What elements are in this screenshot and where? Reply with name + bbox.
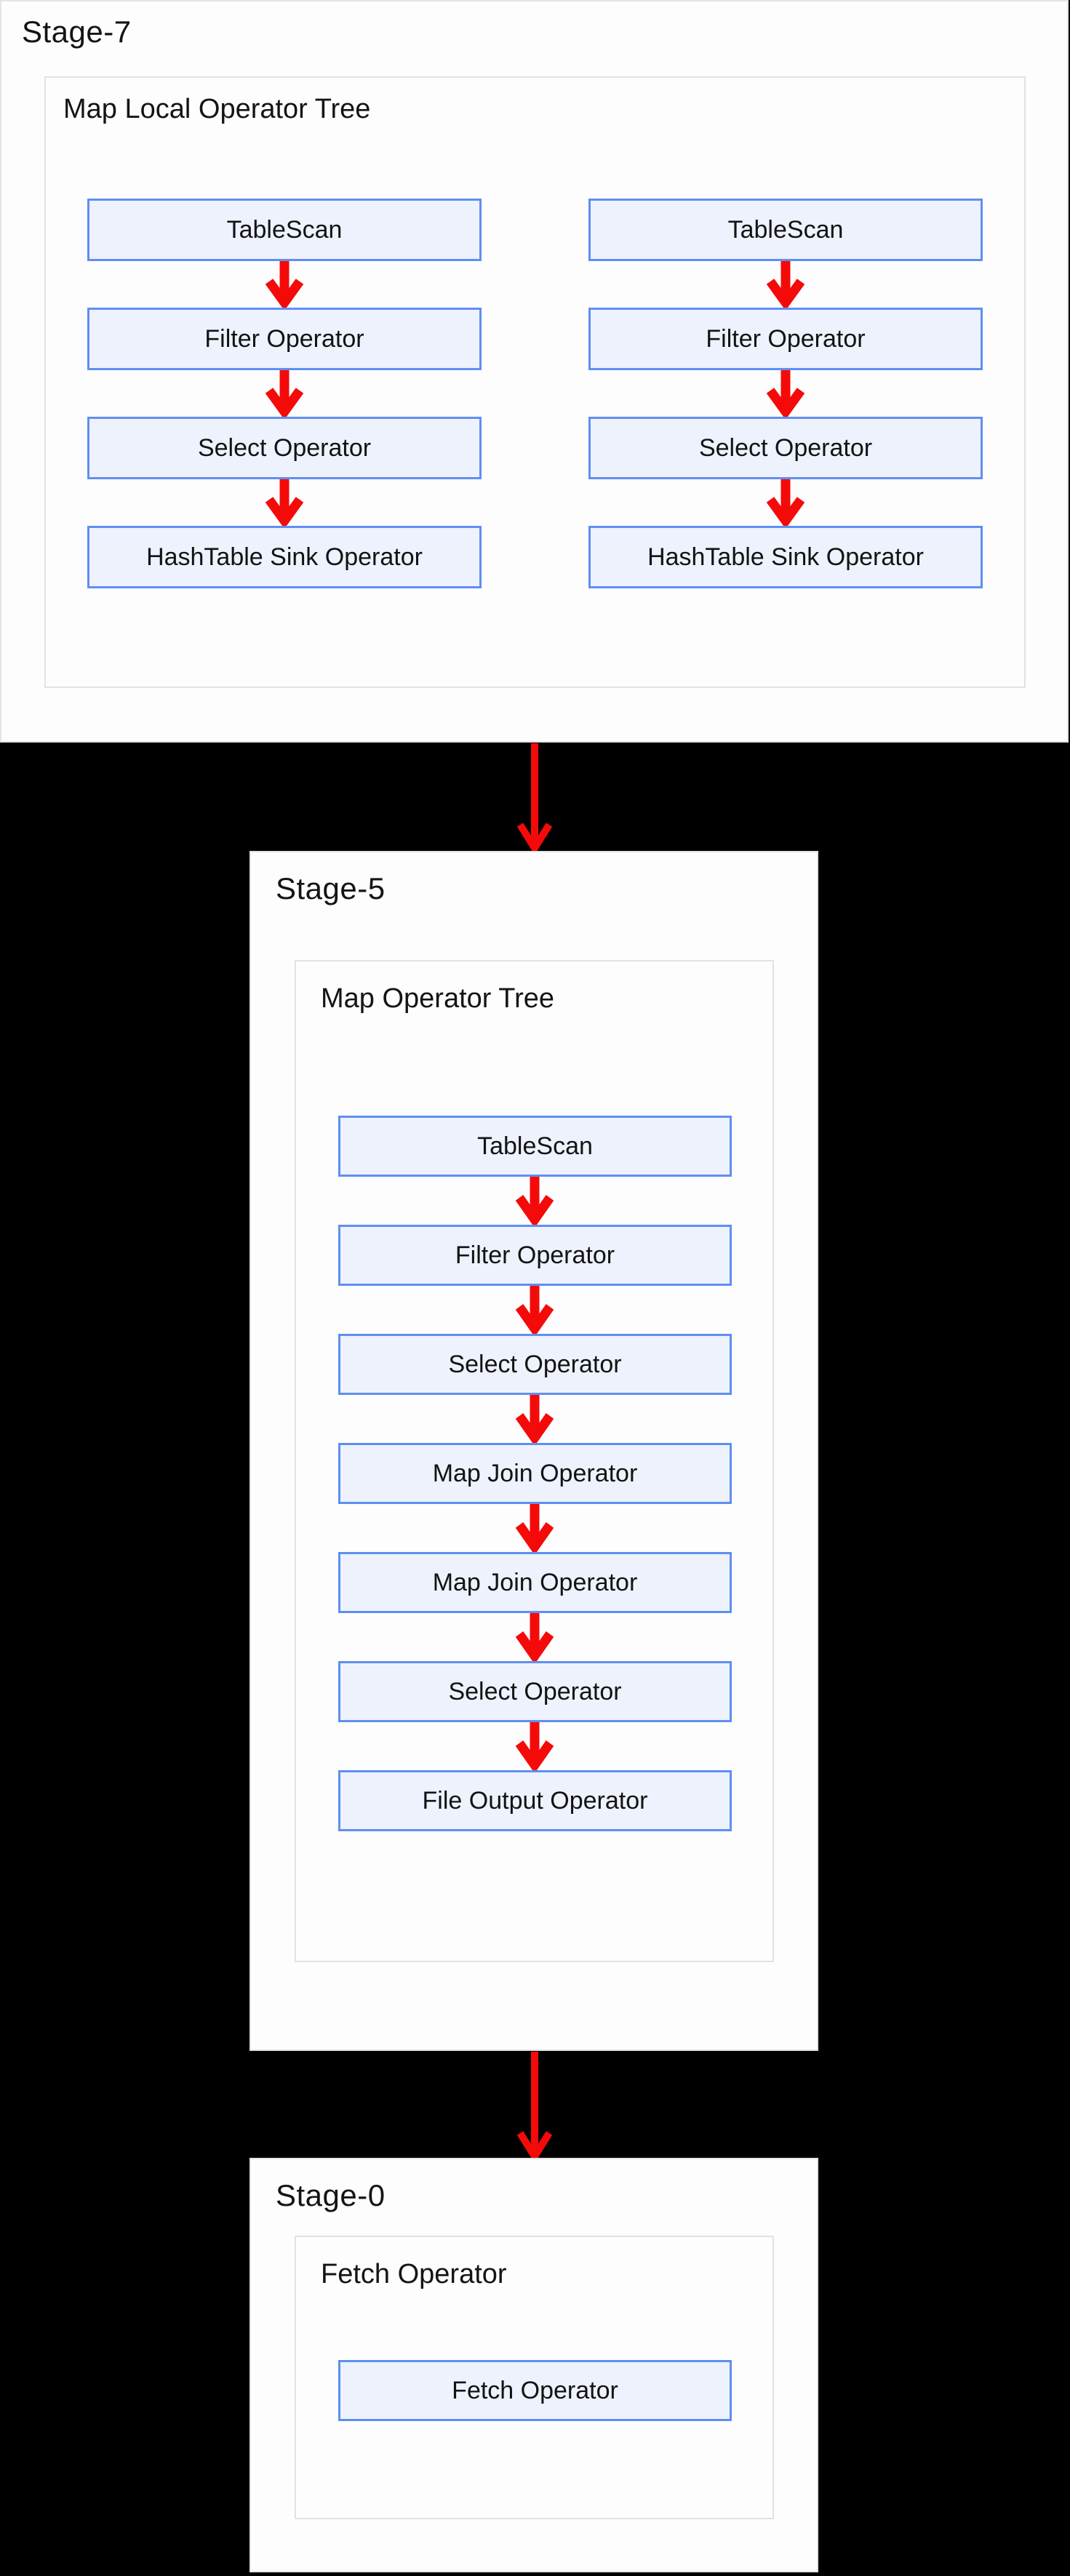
operator-node-hashtable-sink: HashTable Sink Operator: [588, 526, 983, 588]
operator-label: Select Operator: [448, 1677, 622, 1705]
operator-node-select: Select Operator: [338, 1661, 732, 1722]
operator-node-map-join: Map Join Operator: [338, 1552, 732, 1613]
operator-node-map-join: Map Join Operator: [338, 1443, 732, 1504]
operator-node-tablescan: TableScan: [338, 1116, 732, 1177]
down-arrow-icon: [762, 370, 810, 417]
stage-5-panel: Stage-5 Map Operator Tree TableScan Filt…: [249, 851, 818, 2051]
operator-label: Filter Operator: [706, 324, 866, 353]
stage-title: Stage-7: [22, 15, 132, 49]
operator-label: Select Operator: [197, 433, 372, 462]
down-arrow-icon: [260, 479, 308, 526]
stage-0-panel: Stage-0 Fetch Operator Fetch Operator: [249, 2158, 818, 2572]
down-arrow-icon: [511, 1286, 559, 1334]
operator-label: HashTable Sink Operator: [146, 543, 423, 571]
operator-node-tablescan: TableScan: [588, 199, 983, 261]
operator-node-filter: Filter Operator: [588, 308, 983, 370]
operator-label: Select Operator: [448, 1350, 622, 1378]
stage-flow-arrow-icon: [511, 2052, 559, 2161]
operator-node-filter: Filter Operator: [87, 308, 482, 370]
operator-label: HashTable Sink Operator: [647, 543, 924, 571]
operator-label: TableScan: [727, 215, 844, 244]
operator-label: Filter Operator: [204, 324, 364, 353]
operator-node-file-output: File Output Operator: [338, 1770, 732, 1831]
down-arrow-icon: [762, 479, 810, 526]
operator-label: Map Join Operator: [432, 1568, 638, 1596]
operator-node-select: Select Operator: [87, 417, 482, 479]
map-operator-tree-box: Map Operator Tree: [295, 960, 774, 1962]
operator-label: File Output Operator: [422, 1786, 648, 1815]
down-arrow-icon: [762, 261, 810, 308]
fetch-operator-box: Fetch Operator: [295, 2236, 774, 2519]
down-arrow-icon: [260, 261, 308, 308]
operator-label: Fetch Operator: [452, 2376, 618, 2404]
operator-node-tablescan: TableScan: [87, 199, 482, 261]
stage-flow-arrow-icon: [511, 743, 559, 852]
stage-7-panel: Stage-7 Map Local Operator Tree TableSca…: [0, 0, 1069, 743]
operator-node-hashtable-sink: HashTable Sink Operator: [87, 526, 482, 588]
operator-label: Filter Operator: [455, 1241, 615, 1269]
operator-node-filter: Filter Operator: [338, 1225, 732, 1286]
down-arrow-icon: [511, 1177, 559, 1225]
operator-label: TableScan: [477, 1132, 593, 1160]
down-arrow-icon: [511, 1395, 559, 1443]
section-title: Fetch Operator: [321, 2259, 507, 2289]
down-arrow-icon: [511, 1613, 559, 1661]
section-title: Map Operator Tree: [321, 983, 555, 1014]
map-local-operator-tree-box: Map Local Operator Tree: [44, 76, 1026, 688]
operator-node-fetch: Fetch Operator: [338, 2360, 732, 2421]
operator-node-select: Select Operator: [588, 417, 983, 479]
down-arrow-icon: [511, 1722, 559, 1770]
stage-title: Stage-0: [276, 2178, 386, 2212]
stage-title: Stage-5: [276, 871, 386, 905]
down-arrow-icon: [511, 1504, 559, 1552]
operator-node-select: Select Operator: [338, 1334, 732, 1395]
operator-label: TableScan: [226, 215, 343, 244]
operator-label: Select Operator: [698, 433, 873, 462]
down-arrow-icon: [260, 370, 308, 417]
section-title: Map Local Operator Tree: [63, 94, 371, 124]
operator-label: Map Join Operator: [432, 1459, 638, 1487]
